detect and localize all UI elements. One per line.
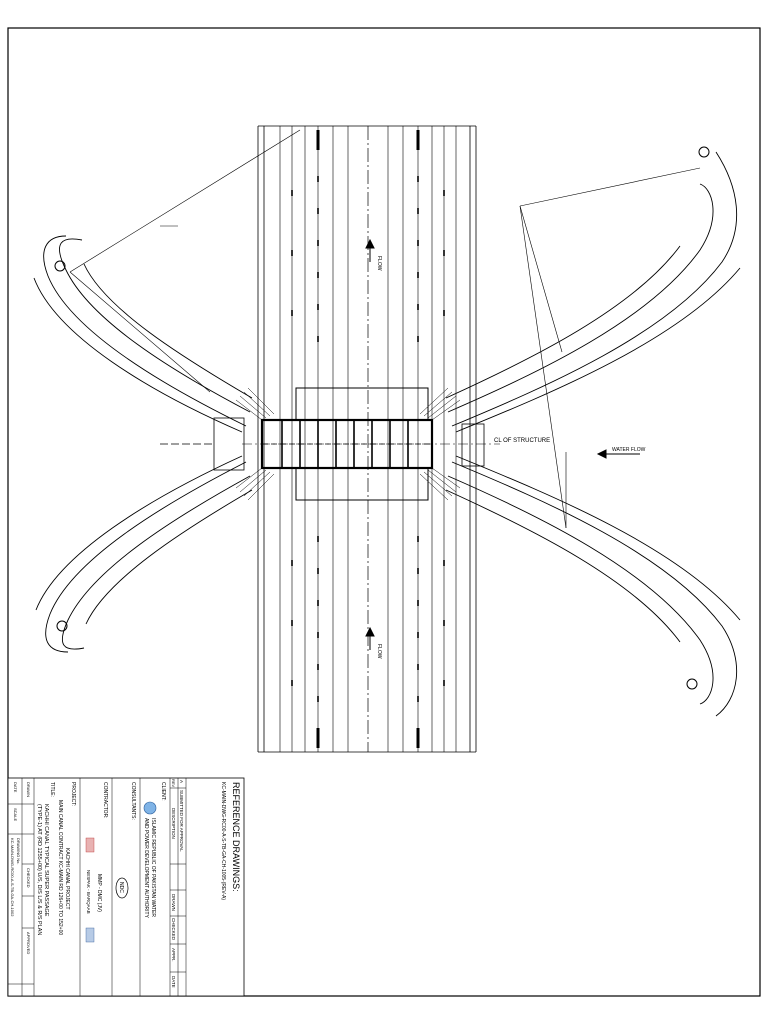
wing-lower-left <box>35 455 253 653</box>
flare-hatching <box>235 387 461 501</box>
canal-longitudinal-lines <box>279 126 457 752</box>
lining-ticks-lower <box>291 536 445 702</box>
scale-label: SCALE <box>13 808 18 821</box>
reference-drawings-heading: REFERENCE DRAWINGS: <box>231 782 241 892</box>
description-value: SUBMITTED FOR APPROVAL <box>179 790 184 852</box>
project-label: PROJECT: <box>70 782 76 806</box>
title-line-1: KACHHI CANAL TYPICAL SUPER PASSAGE <box>43 804 49 917</box>
date-header: DATE <box>171 976 176 988</box>
contractor-label: CONTRACTOR: <box>102 782 108 819</box>
title-line-2: (TYPE-1) AT (RD 1255+00) U/S, D/S L/S & … <box>36 804 42 935</box>
end-bars <box>316 130 420 748</box>
canal-edge-lines <box>257 125 477 753</box>
water-flow-label: WATER FLOW <box>612 447 646 453</box>
date-label: DATE <box>13 782 18 793</box>
consultant-logo <box>115 877 129 899</box>
contractor-name: MMP - DMC (JV) <box>96 874 102 912</box>
title-label: TITLE: <box>49 782 55 797</box>
title-block: REFERENCE DRAWINGS: KC-MAIN-DWG-RC00-A-S… <box>7 777 245 997</box>
drawn-header: DRAWN <box>171 894 176 911</box>
approved-by-label: APPROVED <box>26 932 31 954</box>
reference-drawing-number: KC-MAIN-DWG-RC00-A-S-TB-GA-CH-1005-(REV-… <box>220 782 226 900</box>
wing-lower-right <box>445 455 741 717</box>
rev-header: REV <box>171 779 176 788</box>
contractor-logo-right <box>85 927 95 943</box>
client-label: CLIENT: <box>160 782 166 801</box>
left-abutment <box>160 417 245 471</box>
project-line-1: KACHHI CANAL PROJECT <box>64 848 70 910</box>
approved-header: APPR. <box>171 948 176 962</box>
wing-upper-left <box>33 129 301 433</box>
wapda-logo <box>143 801 157 815</box>
contractor-logo-left <box>85 837 95 853</box>
client-line-2: AND POWER DEVELOPMENT AUTHORITY <box>143 818 149 919</box>
flow-label-lower: FLOW <box>376 644 382 659</box>
description-header: DESCRIPTION <box>171 808 176 839</box>
plan-drawing <box>33 125 741 753</box>
right-abutment <box>461 423 485 467</box>
client-line-1: ISLAMIC REPUBLIC OF PAKISTAN WATER <box>150 818 156 917</box>
wing-upper-right <box>445 151 741 529</box>
superpassage-structure <box>242 387 500 501</box>
checked-by-label: CHECKED <box>26 868 31 888</box>
sheet-border <box>7 27 761 997</box>
consultant-name: NDC <box>118 882 124 893</box>
channel-end-caps <box>54 146 710 690</box>
structure-centerline-label: CL OF STRUCTURE <box>494 438 550 444</box>
checked-header: CHECKED <box>171 918 176 941</box>
flow-arrows <box>365 238 640 650</box>
drawing-no-label: DRAWING No. <box>16 838 21 865</box>
project-line-2: MAIN CANAL CONTRACT KC-MAIN RD 126+00 TO… <box>57 800 63 935</box>
flow-label-upper: FLOW <box>376 256 382 271</box>
drawing-number: KC-MAIN-DWG-RC00-A-S-TB-GA-CH-1002 <box>10 838 15 917</box>
lining-ticks-upper <box>291 176 445 342</box>
contractor-sub: NESPAK - BARQAAB <box>86 870 91 914</box>
rev-value: A <box>179 780 184 783</box>
consultants-label: CONSULTANTS: <box>130 782 136 820</box>
drawn-by-label: DRAWN <box>26 782 31 797</box>
